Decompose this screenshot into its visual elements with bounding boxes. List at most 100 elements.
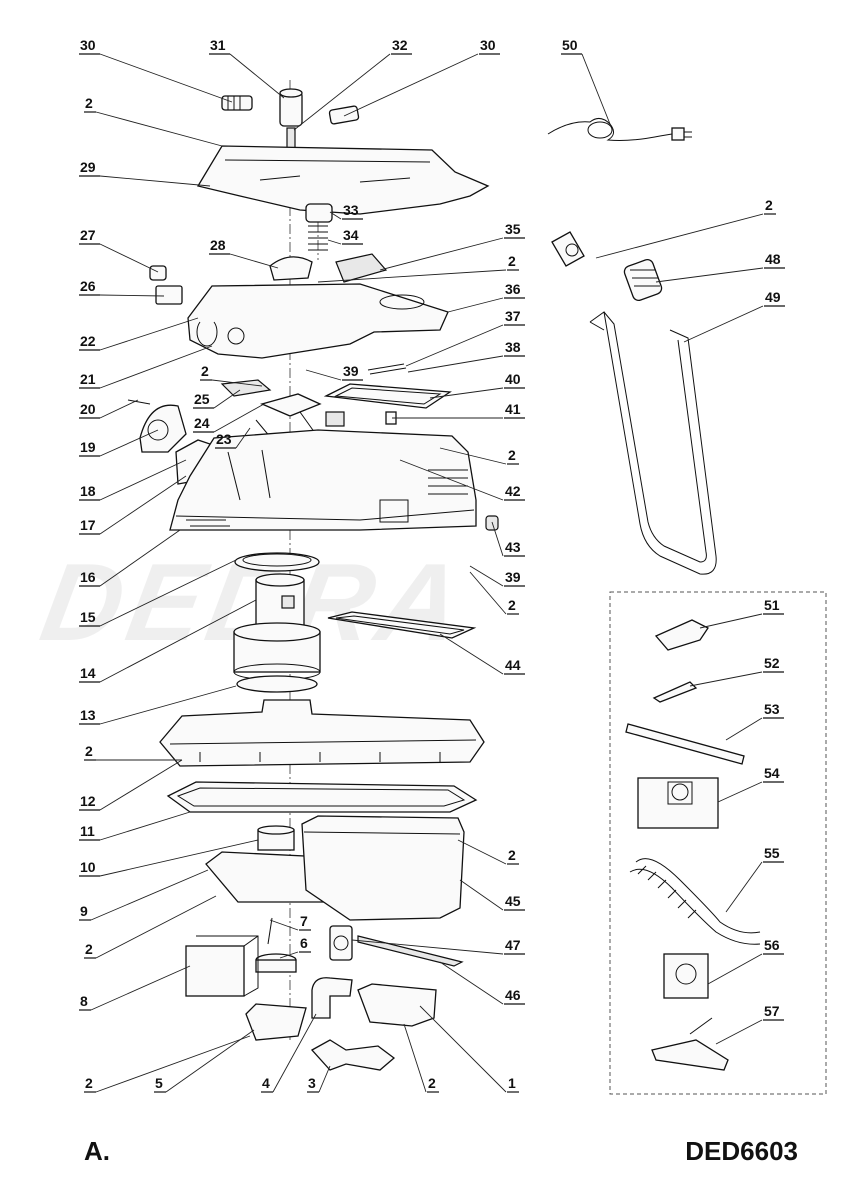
callout-label: 2: [85, 95, 93, 111]
callout-leader: [459, 879, 504, 911]
callout-label: 30: [80, 37, 96, 53]
part-45-tank: [301, 815, 465, 921]
callout-c23: 23: [215, 427, 251, 449]
callout-label: 10: [80, 859, 96, 875]
callout-c31: 31: [209, 37, 285, 99]
callout-label: 28: [210, 237, 226, 253]
callout-c10: 10: [79, 839, 259, 877]
callout-leader: [213, 389, 241, 409]
part-13-motor-seal: [236, 675, 318, 693]
callout-leader: [318, 1065, 331, 1093]
callout-leader: [165, 1029, 255, 1093]
callout-leader: [447, 297, 504, 313]
part-48-hose-coupling: [623, 258, 663, 302]
part-19-20-motor-switch: [127, 399, 187, 453]
part-34-spring: [308, 225, 328, 251]
callout-leader: [99, 399, 139, 419]
callout-label: 35: [505, 221, 521, 237]
callout-label: 40: [505, 371, 521, 387]
callout-c13: 13: [79, 685, 237, 725]
callout-c42: 42: [399, 459, 525, 501]
callout-label: 50: [562, 37, 578, 53]
callout-leader: [99, 559, 237, 627]
part-6-seal: [255, 953, 297, 973]
callout-leader: [469, 571, 507, 615]
callout-label: 2: [508, 253, 516, 269]
callout-leader: [419, 1005, 507, 1093]
callout-c45: 45: [459, 879, 525, 911]
callout-label: 39: [343, 363, 359, 379]
callout-label: 2: [508, 447, 516, 463]
part-57-floor-nozzle: [651, 1017, 729, 1071]
callout-label: 36: [505, 281, 521, 297]
callout-c39b: 39: [469, 565, 525, 587]
callout-label: 24: [194, 415, 210, 431]
part-50-power-cord: [547, 118, 692, 141]
callout-leader: [305, 369, 342, 381]
callout-c9: 9: [79, 869, 209, 921]
part-11-seal-frame: [166, 781, 478, 813]
callout-leader: [99, 317, 199, 351]
callout-leader: [439, 447, 507, 465]
callout-label: 48: [765, 251, 781, 267]
callout-c54: 54: [717, 765, 784, 803]
callout-leader: [699, 613, 763, 629]
callout-leader: [457, 839, 507, 865]
callout-label: 46: [505, 987, 521, 1003]
callout-leader: [90, 869, 209, 921]
callout-label: 47: [505, 937, 521, 953]
callout-leader: [655, 267, 764, 283]
callout-c36: 36: [447, 281, 525, 313]
part-41-terminal: [325, 411, 397, 427]
callout-leader: [99, 294, 165, 297]
callout-label: 1: [508, 1075, 516, 1091]
part-53-extension-tube: [625, 723, 745, 765]
callout-label: 23: [216, 431, 232, 447]
callout-leader: [99, 529, 181, 587]
callout-label: 26: [80, 278, 96, 294]
callout-c53: 53: [725, 701, 784, 741]
callout-leader: [229, 253, 279, 269]
callout-leader: [213, 403, 265, 433]
callout-c57: 57: [715, 1003, 784, 1045]
callout-label: 4: [262, 1075, 270, 1091]
callout-label: 2: [508, 847, 516, 863]
callout-c15: 15: [79, 559, 237, 627]
callout-c56: 56: [707, 937, 784, 985]
callout-leader: [399, 459, 504, 501]
callout-c11: 11: [79, 811, 191, 841]
callout-label: 19: [80, 439, 96, 455]
callout-label: 42: [505, 483, 521, 499]
part-29-handle-cover: [196, 145, 490, 215]
callout-c33: 33: [329, 202, 363, 220]
callout-label: 2: [428, 1075, 436, 1091]
callout-c46: 46: [439, 961, 525, 1005]
callout-label: 53: [764, 701, 780, 717]
part-26-switch: [155, 285, 183, 305]
callout-label: 2: [765, 197, 773, 213]
accessories-box: [609, 591, 827, 1095]
callout-c52: 52: [689, 655, 784, 687]
callout-label: 27: [80, 227, 96, 243]
callout-leader: [99, 839, 259, 877]
callout-c49: 49: [683, 289, 785, 343]
callout-label: 7: [300, 913, 308, 929]
callout-c18: 18: [79, 459, 187, 501]
part-1-wheel-bracket: [357, 983, 437, 1027]
callout-leader: [317, 269, 507, 283]
callout-leader: [99, 429, 159, 457]
callout-c44: 44: [439, 633, 525, 675]
callout-c2e: 2: [469, 571, 519, 615]
callout-c6: 6: [279, 935, 311, 959]
callout-leader: [99, 175, 211, 187]
callout-leader: [99, 811, 191, 841]
callout-label: 33: [343, 202, 359, 218]
callout-leader: [99, 53, 233, 103]
callout-label: 44: [505, 657, 521, 673]
callout-label: 22: [80, 333, 96, 349]
part-49-extension-tubes: [589, 311, 717, 575]
callout-c34: 34: [327, 227, 363, 245]
callout-c25: 25: [193, 389, 241, 409]
